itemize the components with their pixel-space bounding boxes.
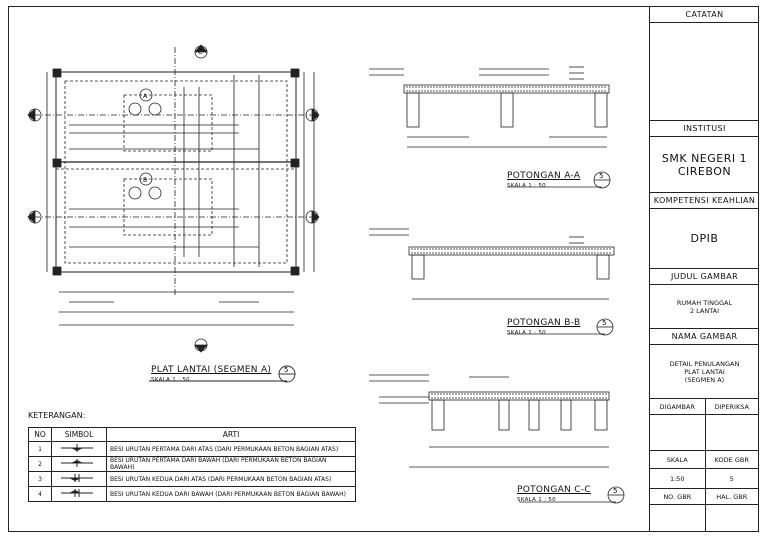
drawing-area: 5 5 5 5 A B C PLAT LANTAI (SEGMEN A) SKA… [9,7,649,531]
plan-marker-c-label: C [198,49,202,56]
legend-row-no: 4 [28,486,52,502]
hal-gbr-value [705,505,760,531]
legend-row: 3 BESI URUTAN KEDUA DARI ATAS (DARI PERM… [28,471,356,487]
legend-row-no: 1 [28,441,52,457]
nama-value: DETAIL PENULANGAN PLAT LANTAI (SEGMEN A) [650,345,759,399]
section-aa-scale: SKALA 1 : 50 [507,183,546,189]
section-cc-slab [428,391,610,401]
legend-header-row: NO SIMBOL ARTI [28,427,356,442]
section-cc-marker-number: 5 [613,487,617,495]
section-bb-drawing [369,228,615,336]
section-aa-slab [403,84,610,94]
floor-plan [34,47,319,326]
legend-row-arti: BESI URUTAN KEDUA DARI BAWAH (DARI PERMU… [106,486,356,502]
legend-header-no: NO [28,427,52,442]
rebar-symbol-icon [51,456,107,472]
institusi-line1: SMK NEGERI 1 [661,151,748,165]
plan-marker-b [139,172,153,186]
nama-label: NAMA GAMBAR [650,329,759,345]
section-bb-marker-number: 5 [602,319,606,327]
section-cc-scale: SKALA 1 : 50 [517,497,556,503]
institusi-label: INSTITUSI [650,121,759,137]
section-cc-title: POTONGAN C-C [517,485,591,495]
institusi-line2: CIREBON [677,164,732,178]
plan-marker-b-label: B [143,177,147,184]
legend-table: NO SIMBOL ARTI 1 BESI URUTAN PERTAMA DAR… [28,427,356,502]
judul-value: RUMAH TINGGAL 2 LANTAI [650,285,759,329]
section-bb-scale: SKALA 1 : 50 [507,330,546,336]
legend-header-simbol: SIMBOL [51,427,107,442]
drawing-sheet: 5 5 5 5 A B C PLAT LANTAI (SEGMEN A) SKA… [8,6,759,532]
institusi-value: SMK NEGERI 1 CIREBON [650,137,759,193]
digambar-diperiksa-row: DIGAMBAR DIPERIKSA [650,399,759,415]
legend-header-arti: ARTI [106,427,356,442]
legend-title: KETERANGAN: [28,411,86,420]
plan-inner-outline [64,80,288,264]
section-aa-marker-number: 5 [599,172,603,180]
kompetensi-value: DPIB [650,209,759,269]
diperiksa-label: DIPERIKSA [714,402,749,411]
section-bb-title: POTONGAN B-B [507,318,581,328]
section-aa-drawing [369,66,611,189]
kode-label: KODE GBR [714,455,749,464]
title-block: CATATAN INSTITUSI SMK NEGERI 1 CIREBON K… [649,7,759,531]
rebar-symbol-icon [51,441,107,457]
kompetensi-label: KOMPETENSI KEAHLIAN [650,193,759,209]
no-gbr-label: NO. GBR [650,489,706,504]
legend-row-no: 3 [28,471,52,487]
legend-row-arti: BESI URUTAN PERTAMA DARI ATAS (DARI PERM… [106,441,356,457]
plan-panel-top [123,94,213,152]
skala-value: 1:50 [650,469,706,488]
legend-row-no: 2 [28,456,52,472]
section-bb-slab [408,246,615,256]
nama-line1: DETAIL PENULANGAN [669,359,740,368]
rebar-symbol-icon [51,471,107,487]
catatan-label: CATATAN [650,7,759,23]
diperiksa-signature [705,415,760,450]
skala-label: SKALA [650,451,706,468]
judul-line1: RUMAH TINGGAL [676,298,733,307]
plan-title-marker [149,365,296,383]
skala-kode-value-row: 1:50 5 [650,469,759,489]
drawing-canvas: 5 5 5 5 A B C [27,44,625,504]
plan-marker-a-label: A [143,93,148,100]
plan-scale: SKALA 1 : 50 [151,377,190,383]
rebar-symbol-icon [51,486,107,502]
hal-gbr-label: HAL. GBR [716,492,748,501]
legend-row: 1 BESI URUTAN PERTAMA DARI ATAS (DARI PE… [28,441,356,457]
no-hal-value-row [650,505,759,531]
digambar-signature [650,415,706,450]
nama-line2: PLAT LANTAI [684,367,725,376]
legend-row-arti: BESI URUTAN PERTAMA DARI BAWAH (DARI PER… [106,456,356,472]
skala-kode-row: SKALA KODE GBR [650,451,759,469]
no-hal-row: NO. GBR HAL. GBR [650,489,759,505]
legend-row-arti: BESI URUTAN KEDUA DARI ATAS (DARI PERMUK… [106,471,356,487]
section-cc-drawing [369,374,625,504]
plan-section-markers [27,44,320,353]
signature-row [650,415,759,451]
judul-label: JUDUL GAMBAR [650,269,759,285]
catatan-area [650,23,759,121]
plan-marker-a [139,88,153,102]
judul-line2: 2 LANTAI [689,306,720,315]
digambar-label: DIGAMBAR [650,399,706,414]
nama-line3: (SEGMEN A) [684,375,725,384]
plan-marker-number: 5 [284,366,288,374]
no-gbr-value [650,505,706,531]
legend-row: 4 BESI URUTAN KEDUA DARI BAWAH (DARI PER… [28,486,356,502]
plan-title: PLAT LANTAI (SEGMEN A) [151,365,272,375]
plan-panel-bottom [123,178,213,236]
section-aa-title: POTONGAN A-A [507,171,581,181]
kode-value: 5 [729,474,734,483]
plan-outline [55,71,297,273]
legend-row: 2 BESI URUTAN PERTAMA DARI BAWAH (DARI P… [28,456,356,472]
